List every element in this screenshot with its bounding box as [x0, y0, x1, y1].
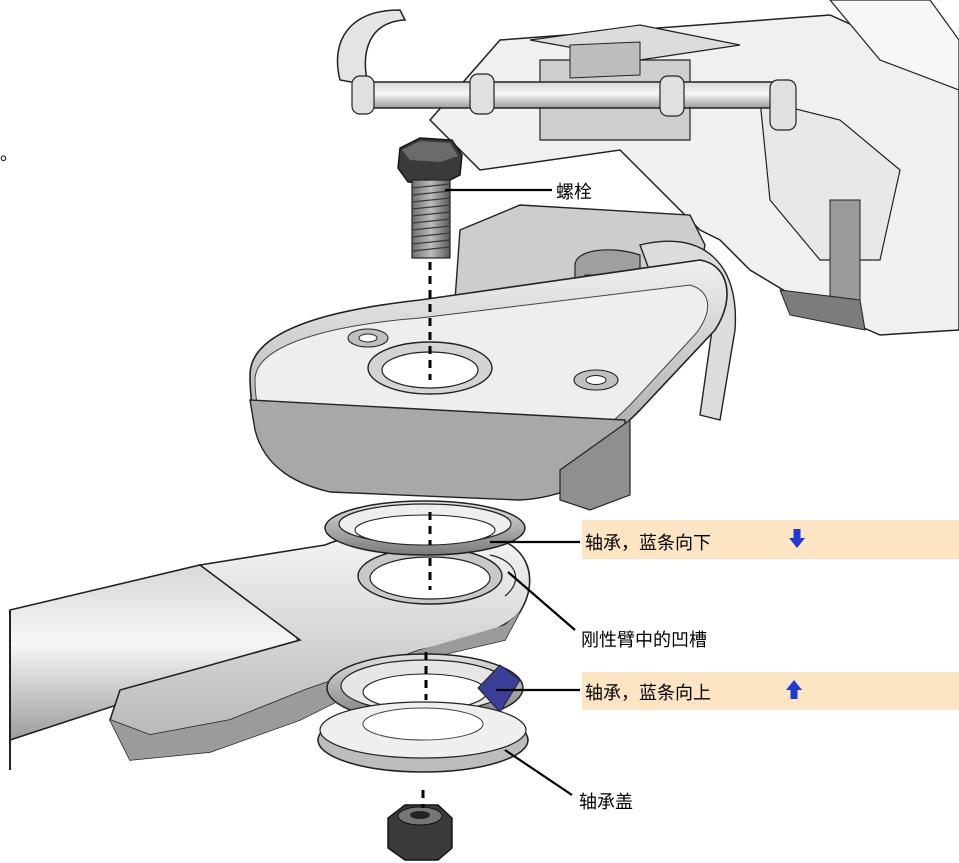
- rigid-arm: [9, 531, 531, 770]
- label-bolt: 螺栓: [556, 182, 592, 203]
- assembly-axis: [421, 262, 432, 808]
- leader-lines: [445, 188, 580, 796]
- blue-down-arrow-icon: [789, 529, 805, 548]
- label-groove: 刚性臂中的凹槽: [581, 630, 707, 651]
- bracket-plate: [249, 259, 728, 511]
- label-bearing-down: 轴承，蓝条向下: [585, 533, 711, 554]
- nut: [387, 804, 453, 861]
- stray-text-fragment: 。: [0, 144, 18, 165]
- label-bearing-up: 轴承，蓝条向上: [585, 683, 711, 704]
- label-bearing-cap: 轴承盖: [579, 792, 633, 813]
- highlight-bearing-up: [582, 672, 959, 710]
- bearing-blue-stripe: [477, 664, 521, 713]
- highlight-bearing-down: [582, 520, 959, 559]
- bolt-thread-lines: [411, 183, 451, 252]
- blue-up-arrow-icon: [786, 680, 802, 699]
- bolt: [397, 137, 463, 259]
- bearing-upper: [324, 500, 526, 556]
- bearing-cap: [317, 701, 529, 773]
